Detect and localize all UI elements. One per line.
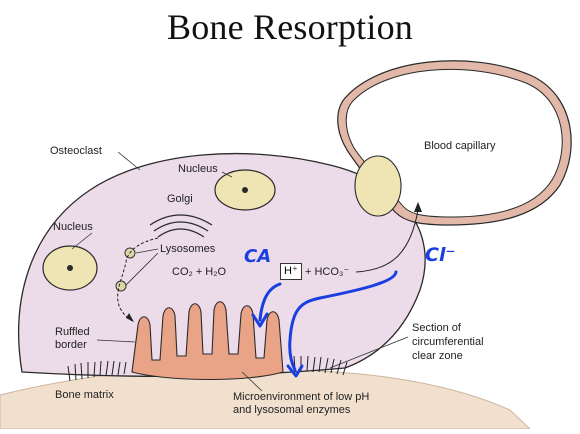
ruffled-border-label-2: border <box>55 339 87 351</box>
bicarbonate-arrowhead <box>414 202 422 212</box>
leader-lines <box>71 151 409 392</box>
section-label-3: clear zone <box>412 350 463 362</box>
lysosome-2 <box>115 280 127 292</box>
clear-zone-right <box>293 355 348 376</box>
microenvironment-label-1: Microenvironment of low pH <box>233 391 370 403</box>
page-title: Bone Resorption <box>167 7 413 47</box>
hydrogen-ion-box: H⁺ <box>280 263 302 280</box>
nucleus-top-label: Nucleus <box>178 163 218 175</box>
nucleus-left-label: Nucleus <box>53 221 93 233</box>
bone-matrix-label: Bone matrix <box>55 389 114 401</box>
golgi-label: Golgi <box>167 193 193 205</box>
section-label-1: Section of <box>412 322 461 334</box>
microenvironment-label-2: and lysosomal enzymes <box>233 404 351 416</box>
carbonic-anhydrase-annotation: CA <box>244 246 272 267</box>
reaction-bicarbonate: + HCO₃⁻ <box>305 266 350 278</box>
nucleolus-top <box>242 187 248 193</box>
chloride-annotation: Cl⁻ <box>425 244 456 266</box>
ruffled-border <box>131 301 284 381</box>
ruffled-border-label-1: Ruffled <box>55 326 90 338</box>
lysosomes-label: Lysosomes <box>160 243 216 255</box>
bicarbonate-arrow <box>355 209 419 273</box>
golgi-apparatus <box>149 214 213 238</box>
clear-zone-left <box>67 360 127 382</box>
section-label-2: circumferential <box>412 336 484 348</box>
lysosome-arrowhead <box>126 313 134 322</box>
blood-capillary-label: Blood capillary <box>424 140 496 152</box>
reaction-reactants: CO₂ + H₂O <box>172 266 227 278</box>
endothelial-nucleus <box>354 155 402 217</box>
nucleolus-left <box>67 265 73 271</box>
osteoclast-label: Osteoclast <box>50 145 102 157</box>
hand-annotations <box>251 270 398 378</box>
lysosome-path-arrow <box>117 237 159 323</box>
